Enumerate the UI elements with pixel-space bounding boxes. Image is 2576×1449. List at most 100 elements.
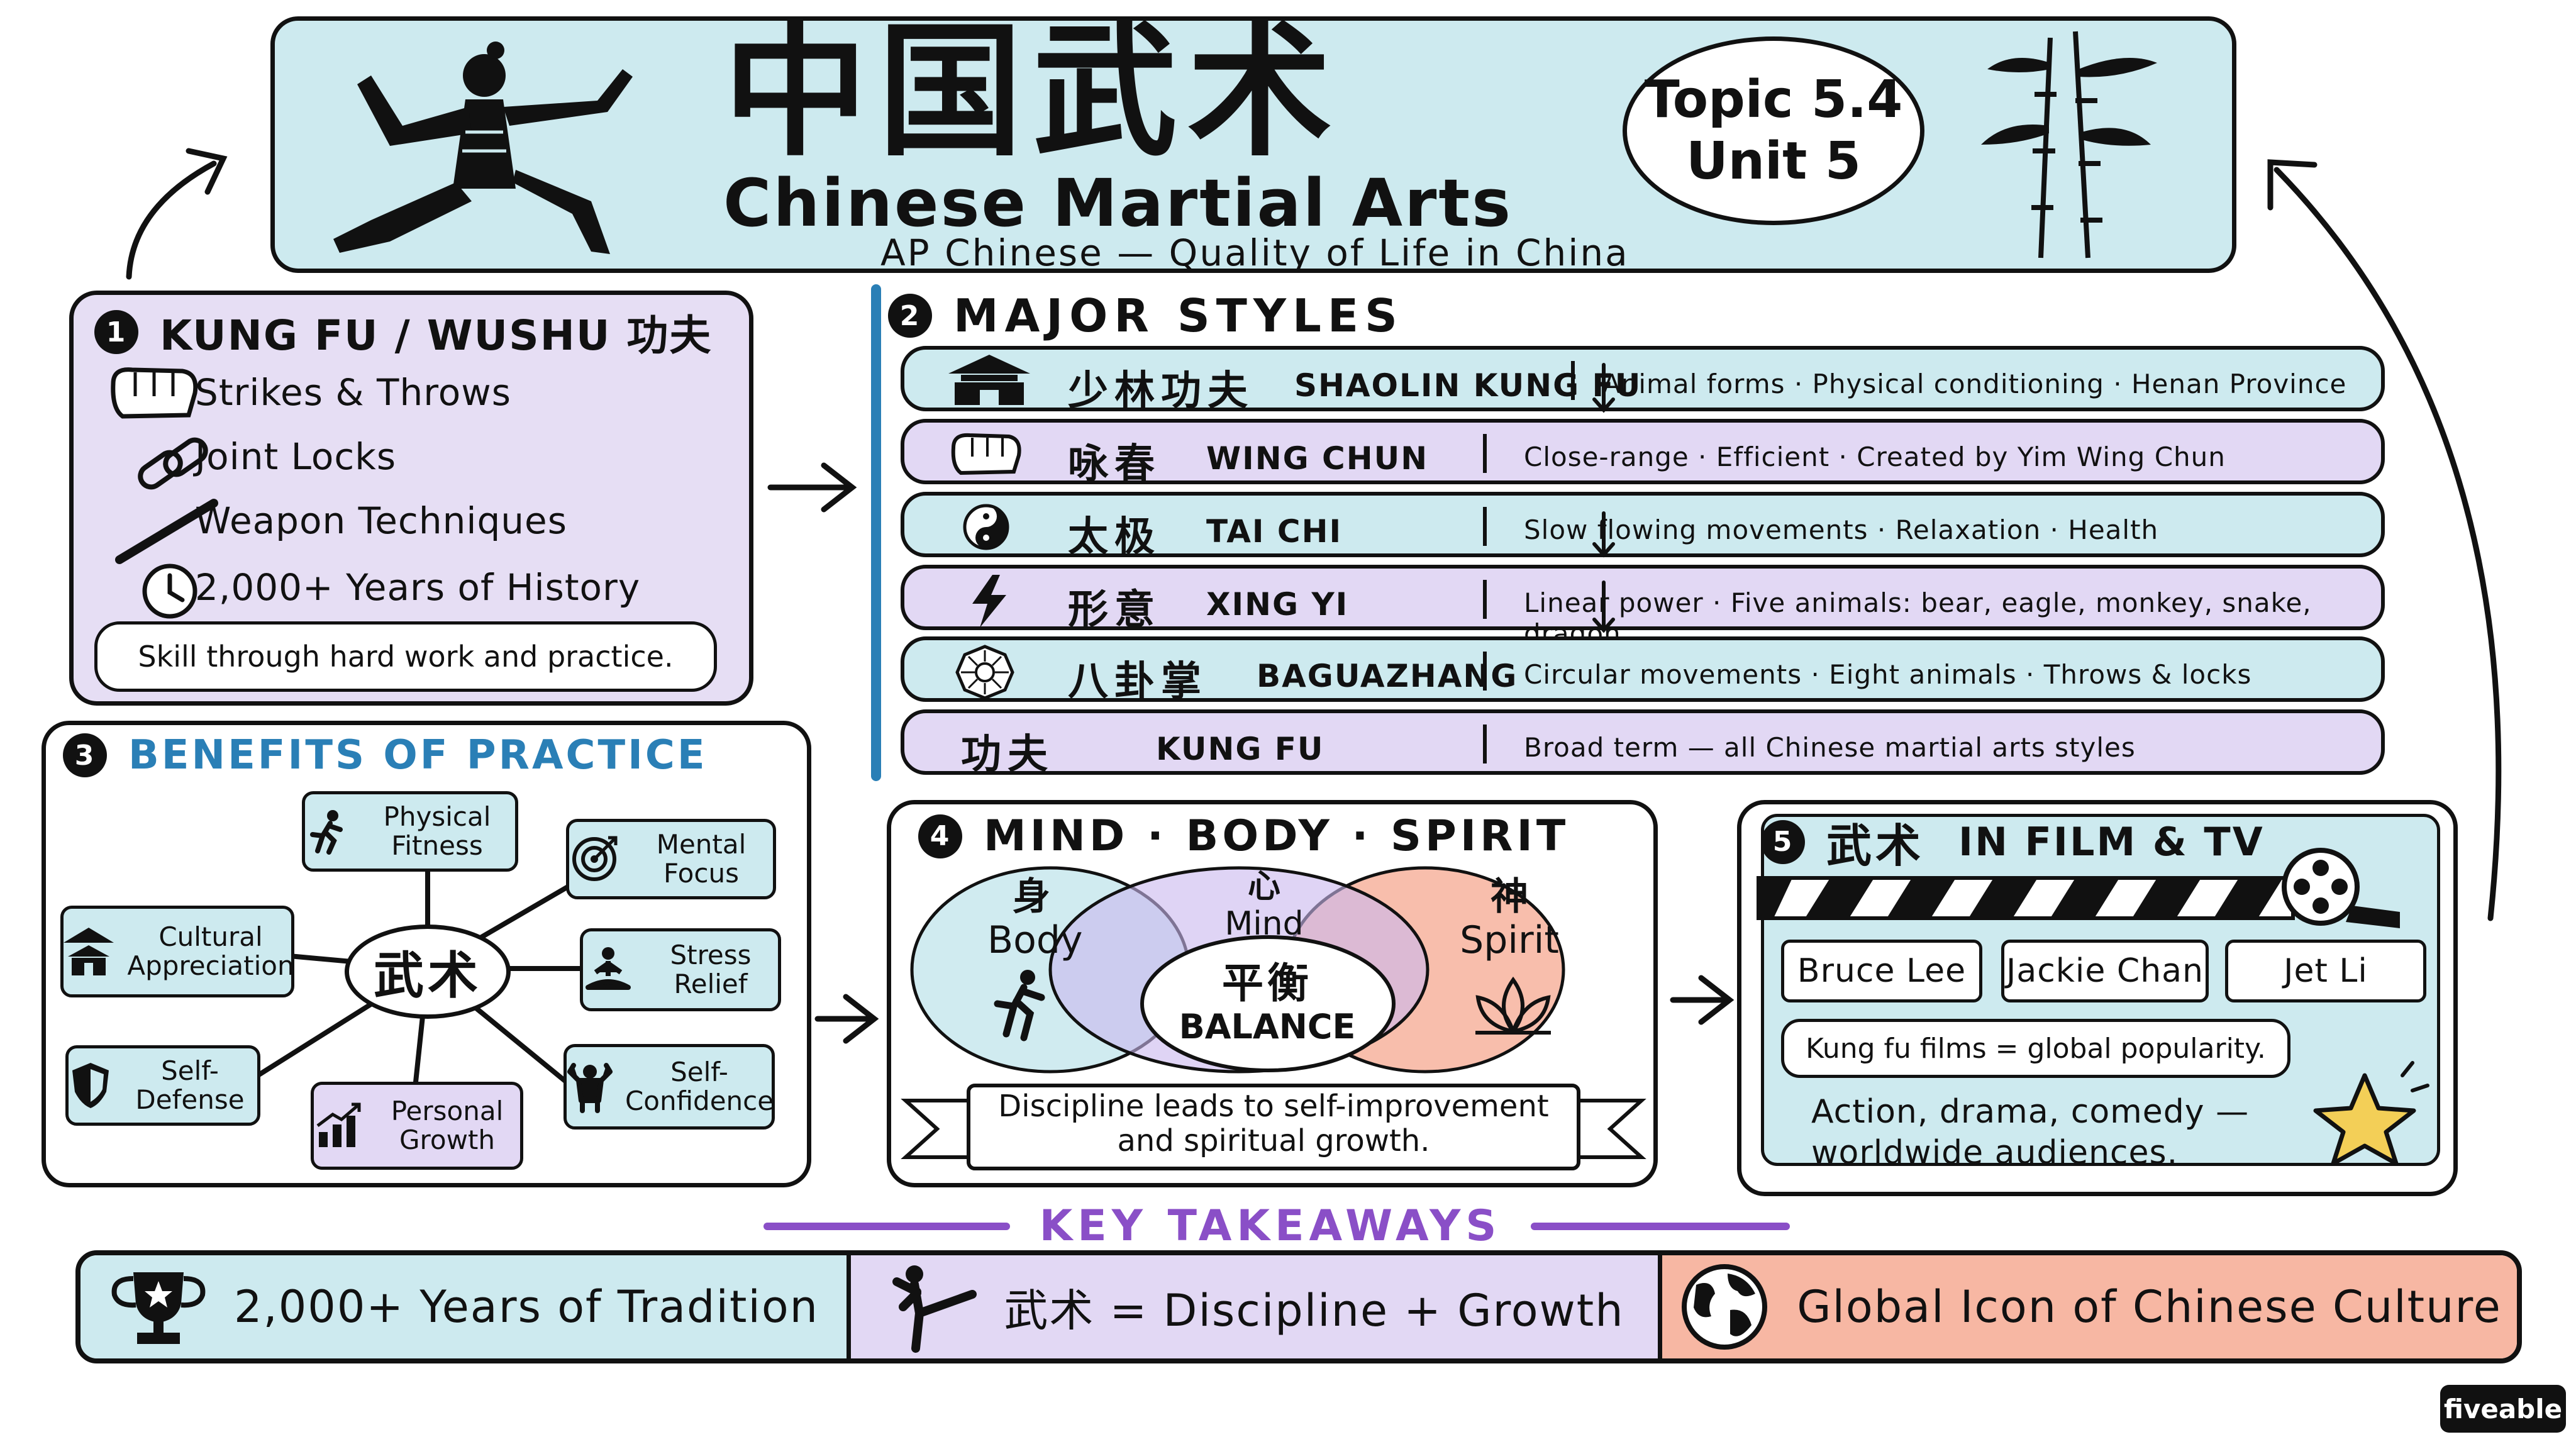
trophy-icon xyxy=(111,1272,206,1344)
benefit-label: Physical Fitness xyxy=(383,801,491,861)
style-row-wing-chun: 咏春 WING CHUN Close-range · Efficient · C… xyxy=(901,419,2385,487)
style-desc: Slow flowing movements · Relaxation · He… xyxy=(1524,514,2159,545)
page-title-chinese: 中国武术 xyxy=(723,6,1343,176)
section4-header: 4 MIND · BODY · SPIRIT xyxy=(918,811,1569,861)
section1-title: KUNG FU / WUSHU 功夫 xyxy=(160,311,713,360)
arrow-sec5-to-header xyxy=(2273,167,2502,921)
unit-label: Unit 5 xyxy=(1686,131,1861,191)
style-row-tai-chi: 太极 TAI CHI Slow flowing movements · Rela… xyxy=(901,492,2385,560)
benefit-label: Personal Growth xyxy=(391,1095,504,1155)
running-person-icon xyxy=(994,970,1045,1041)
bagua-icon xyxy=(955,645,1014,700)
style-en: SHAOLIN KUNG FU xyxy=(1294,367,1642,404)
section3-number: 3 xyxy=(63,733,107,777)
section2-number: 2 xyxy=(888,294,932,338)
venn-diagram xyxy=(910,866,1565,1074)
bamboo-icon xyxy=(1981,31,2157,258)
style-row-xing-yi: 形意 XING YI Linear power · Five animals: … xyxy=(901,565,2385,649)
benefit-stress-relief: Stress Relief xyxy=(580,928,781,1011)
kick-icon xyxy=(892,1265,977,1353)
kung-fu-master-icon xyxy=(333,42,633,254)
section1-header: 1 KUNG FU / WUSHU 功夫 xyxy=(94,302,712,362)
style-cn: 咏春 xyxy=(1068,440,1161,487)
film-text-line2: worldwide audiences. xyxy=(1811,1134,2179,1172)
venn-balance: 平衡 BALANCE xyxy=(1151,958,1384,1046)
lightning-icon xyxy=(972,575,1006,628)
body-cn: 身 xyxy=(1013,875,1050,919)
fiveable-logo: fiveable xyxy=(2440,1385,2566,1433)
section2-accent-bar xyxy=(871,284,881,781)
banner-line1: Discipline leads to self-improvement xyxy=(998,1089,1549,1124)
separator xyxy=(1571,361,1575,400)
spirit-en: Spirit xyxy=(1460,918,1559,962)
fist-icon xyxy=(951,433,1021,475)
section2-header: 2 MAJOR STYLES xyxy=(888,289,1404,342)
takeaway-discipline: 武术 = Discipline + Growth xyxy=(851,1255,1662,1358)
meditation-icon xyxy=(586,947,631,990)
style-cn: 少林功夫 xyxy=(1068,367,1254,414)
arrow-sec1-to-header xyxy=(126,160,217,280)
fist-icon xyxy=(111,367,198,419)
section5-number: 5 xyxy=(1761,819,1805,864)
actor-jet-li: Jet Li xyxy=(2225,940,2426,1002)
style-en: TAI CHI xyxy=(1206,513,1343,550)
actor-jackie-chan: Jackie Chan xyxy=(2001,940,2209,1002)
clapperboard-icon xyxy=(1757,876,2295,920)
mind-en: Mind xyxy=(1224,904,1304,943)
benefit-cultural-appreciation: Cultural Appreciation xyxy=(60,906,294,997)
section3-header: 3 BENEFITS OF PRACTICE xyxy=(63,732,708,779)
topic-label: Topic 5.4 xyxy=(1644,69,1903,130)
yin-yang-icon xyxy=(963,504,1009,550)
growth-chart-icon xyxy=(316,1102,361,1147)
benefits-center: 武术 xyxy=(345,924,511,1019)
section1-number: 1 xyxy=(94,310,138,354)
style-cn: 形意 xyxy=(1068,586,1161,633)
separator xyxy=(1483,724,1487,763)
benefit-mental-focus: Mental Focus xyxy=(566,819,776,899)
style-cn: 八卦掌 xyxy=(1068,658,1208,705)
separator xyxy=(1483,580,1487,619)
row-connector-arrows xyxy=(1592,363,1615,633)
style-row-kung-fu: 功夫 KUNG FU Broad term — all Chinese mart… xyxy=(901,709,2385,778)
item-years-history: 2,000+ Years of History xyxy=(195,566,641,609)
banner-text: Discipline leads to self-improvement and… xyxy=(981,1089,1566,1158)
balance-cn: 平衡 xyxy=(1222,958,1313,1008)
takeaways-title: KEY TAKEAWAYS xyxy=(1039,1201,1502,1251)
spirit-cn: 神 xyxy=(1491,875,1528,919)
film-text: Action, drama, comedy — worldwide audien… xyxy=(1811,1092,2249,1174)
style-cn: 功夫 xyxy=(961,731,1054,778)
benefit-label: Cultural Appreciation xyxy=(127,921,294,981)
takeaway-label: Global Icon of Chinese Culture xyxy=(1797,1281,2502,1333)
takeaway-global-icon: Global Icon of Chinese Culture xyxy=(1662,1255,2517,1358)
star-icon xyxy=(2313,1061,2429,1166)
lotus-icon xyxy=(1475,976,1551,1035)
takeaway-label: 武术 = Discipline + Growth xyxy=(1004,1284,1624,1336)
banner-ribbon xyxy=(901,1084,1646,1170)
section4-number: 4 xyxy=(918,814,962,858)
mind-cn: 心 xyxy=(1247,867,1280,906)
film-text-line1: Action, drama, comedy — xyxy=(1811,1093,2250,1131)
style-row-shaolin: 少林功夫 SHAOLIN KUNG FU Animal forms · Phys… xyxy=(901,346,2385,414)
benefit-personal-growth: Personal Growth xyxy=(311,1082,523,1170)
section4-title: MIND · BODY · SPIRIT xyxy=(984,811,1570,861)
film-reel-icon xyxy=(2282,848,2400,928)
film-bubble: Kung fu films = global popularity. xyxy=(1781,1019,2290,1078)
section3-title: BENEFITS OF PRACTICE xyxy=(128,732,708,779)
body-en: Body xyxy=(987,918,1083,962)
section5-title-en: IN FILM & TV xyxy=(1958,819,2265,865)
temple-icon xyxy=(948,355,1030,405)
benefit-self-defense: Self-Defense xyxy=(65,1045,260,1126)
style-en: BAGUAZHANG xyxy=(1257,658,1518,694)
benefit-label: Stress Relief xyxy=(670,939,752,999)
style-desc: Circular movements · Eight animals · Thr… xyxy=(1524,659,2252,690)
topic-badge: Topic 5.4 Unit 5 xyxy=(1623,36,1924,225)
takeaways-bar: 2,000+ Years of Tradition 武术 = Disciplin… xyxy=(75,1250,2522,1363)
item-weapon-techniques: Weapon Techniques xyxy=(195,499,567,542)
globe-icon xyxy=(1682,1264,1768,1350)
shield-icon xyxy=(72,1063,109,1108)
strong-person-icon xyxy=(567,1063,613,1113)
takeaways-title-lines xyxy=(763,1223,1790,1230)
film-bubble-text: Kung fu films = global popularity. xyxy=(1806,1032,2266,1065)
style-en: WING CHUN xyxy=(1206,440,1429,477)
venn-body: 身 Body xyxy=(987,875,1083,962)
